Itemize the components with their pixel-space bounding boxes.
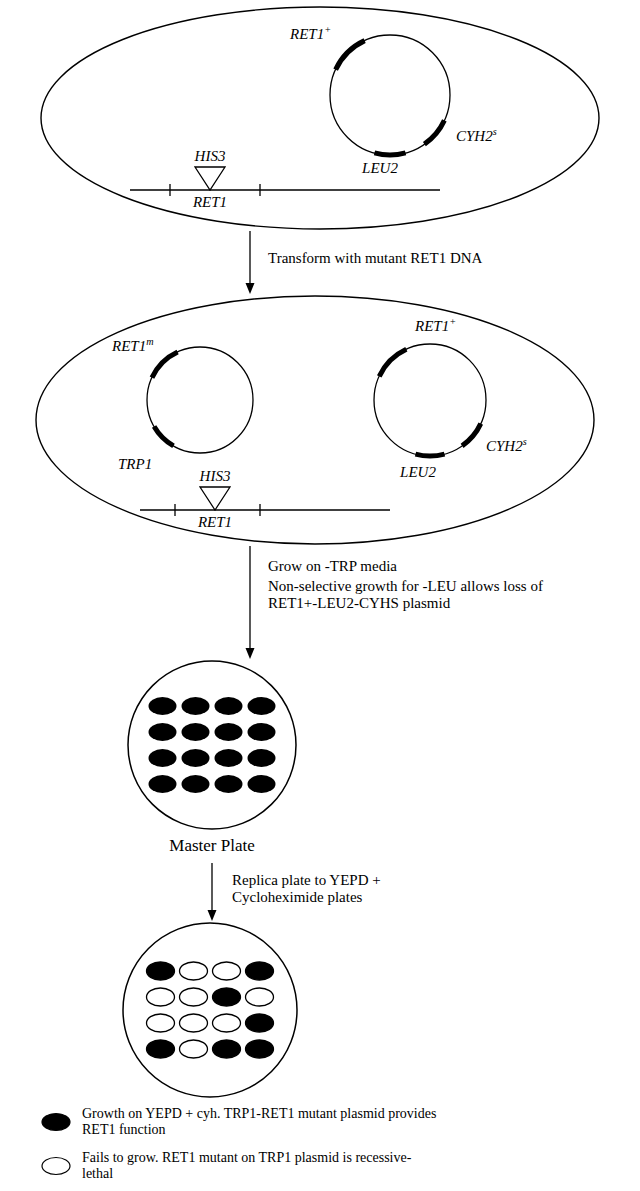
- outline: [127, 660, 297, 862]
- gene-segment: [379, 349, 406, 376]
- arrow-shaft: [249, 546, 250, 650]
- step-label: Grow on -TRP media: [268, 558, 397, 575]
- outline: [145, 345, 255, 455]
- plasmid: RET1mTRP1: [145, 345, 255, 455]
- colony-grid: [147, 962, 274, 1058]
- gene-label: RET1+: [415, 318, 456, 335]
- gene-label: RET1: [198, 514, 232, 531]
- colony-swatch: [42, 1114, 70, 1131]
- outline: [122, 922, 298, 1098]
- flow-arrow: [246, 231, 255, 294]
- plasmid-ring: [147, 347, 253, 453]
- outline: [328, 33, 452, 157]
- arrow-shaft: [211, 863, 212, 912]
- gene-label: HIS3: [195, 148, 226, 165]
- superscript: m: [146, 336, 153, 347]
- step-label: Transform with mutant RET1 DNA: [268, 250, 482, 267]
- arrowhead: [246, 283, 255, 294]
- yeast-cell: HIS3RET1RET1+CYH2sLEU2: [40, 6, 600, 230]
- yeast-cell: HIS3RET1RET1mTRP1RET1+CYH2sLEU2: [35, 295, 595, 545]
- gene-segment: [374, 153, 405, 155]
- cell-outline: [36, 296, 594, 544]
- gene-segment: [462, 424, 481, 446]
- legend-swatch: [40, 1155, 72, 1177]
- outline: [372, 342, 488, 458]
- arrowhead: [246, 648, 255, 659]
- arrow-shaft: [249, 231, 250, 285]
- arrowhead: [208, 910, 217, 921]
- plate-outline: [123, 923, 297, 1097]
- plate-label: Master Plate: [169, 836, 254, 856]
- replica-plate: [122, 922, 298, 1098]
- master-plate: Master Plate: [127, 660, 297, 862]
- gene-segment: [424, 120, 444, 144]
- gene-label: CYH2s: [486, 438, 527, 455]
- plasmid-ring: [374, 344, 486, 456]
- colony-swatch: [42, 1158, 70, 1175]
- gene-label: RET1: [193, 194, 227, 211]
- gene-segment: [154, 427, 173, 446]
- superscript: +: [449, 316, 456, 327]
- superscript: s: [493, 126, 497, 137]
- plasmid-ring: [330, 35, 450, 155]
- gene-label: CYH2s: [456, 128, 497, 145]
- step-label: Replica plate to YEPD + Cycloheximide pl…: [232, 872, 417, 907]
- superscript: s: [523, 436, 527, 447]
- colony-grid: [149, 697, 276, 793]
- legend-text: Fails to grow. RET1 mutant on TRP1 plasm…: [82, 1150, 442, 1182]
- gene-segment: [336, 41, 365, 70]
- legend-text: Growth on YEPD + cyh. TRP1-RET1 mutant p…: [82, 1106, 442, 1138]
- legend-swatch: [40, 1111, 72, 1133]
- flow-arrow: [208, 863, 217, 921]
- gene-segment: [152, 352, 178, 378]
- gene-label: TRP1: [118, 456, 152, 473]
- gene-label: RET1+: [290, 26, 331, 43]
- plasmid: RET1+CYH2sLEU2: [372, 342, 488, 458]
- plasmid: RET1+CYH2sLEU2: [328, 33, 452, 157]
- gene-label: HIS3: [200, 468, 231, 485]
- gene-label: LEU2: [400, 464, 436, 481]
- plate-outline: [128, 661, 296, 829]
- superscript: +: [324, 24, 331, 35]
- cell-outline: [41, 7, 599, 229]
- outline: [35, 295, 595, 545]
- flow-arrow: [246, 546, 255, 659]
- gene-label: RET1m: [112, 338, 154, 355]
- step-note: Non-selective growth for -LEU allows los…: [268, 578, 588, 613]
- gene-segment: [416, 454, 445, 456]
- gene-label: LEU2: [362, 160, 398, 177]
- chromosome: [140, 487, 390, 516]
